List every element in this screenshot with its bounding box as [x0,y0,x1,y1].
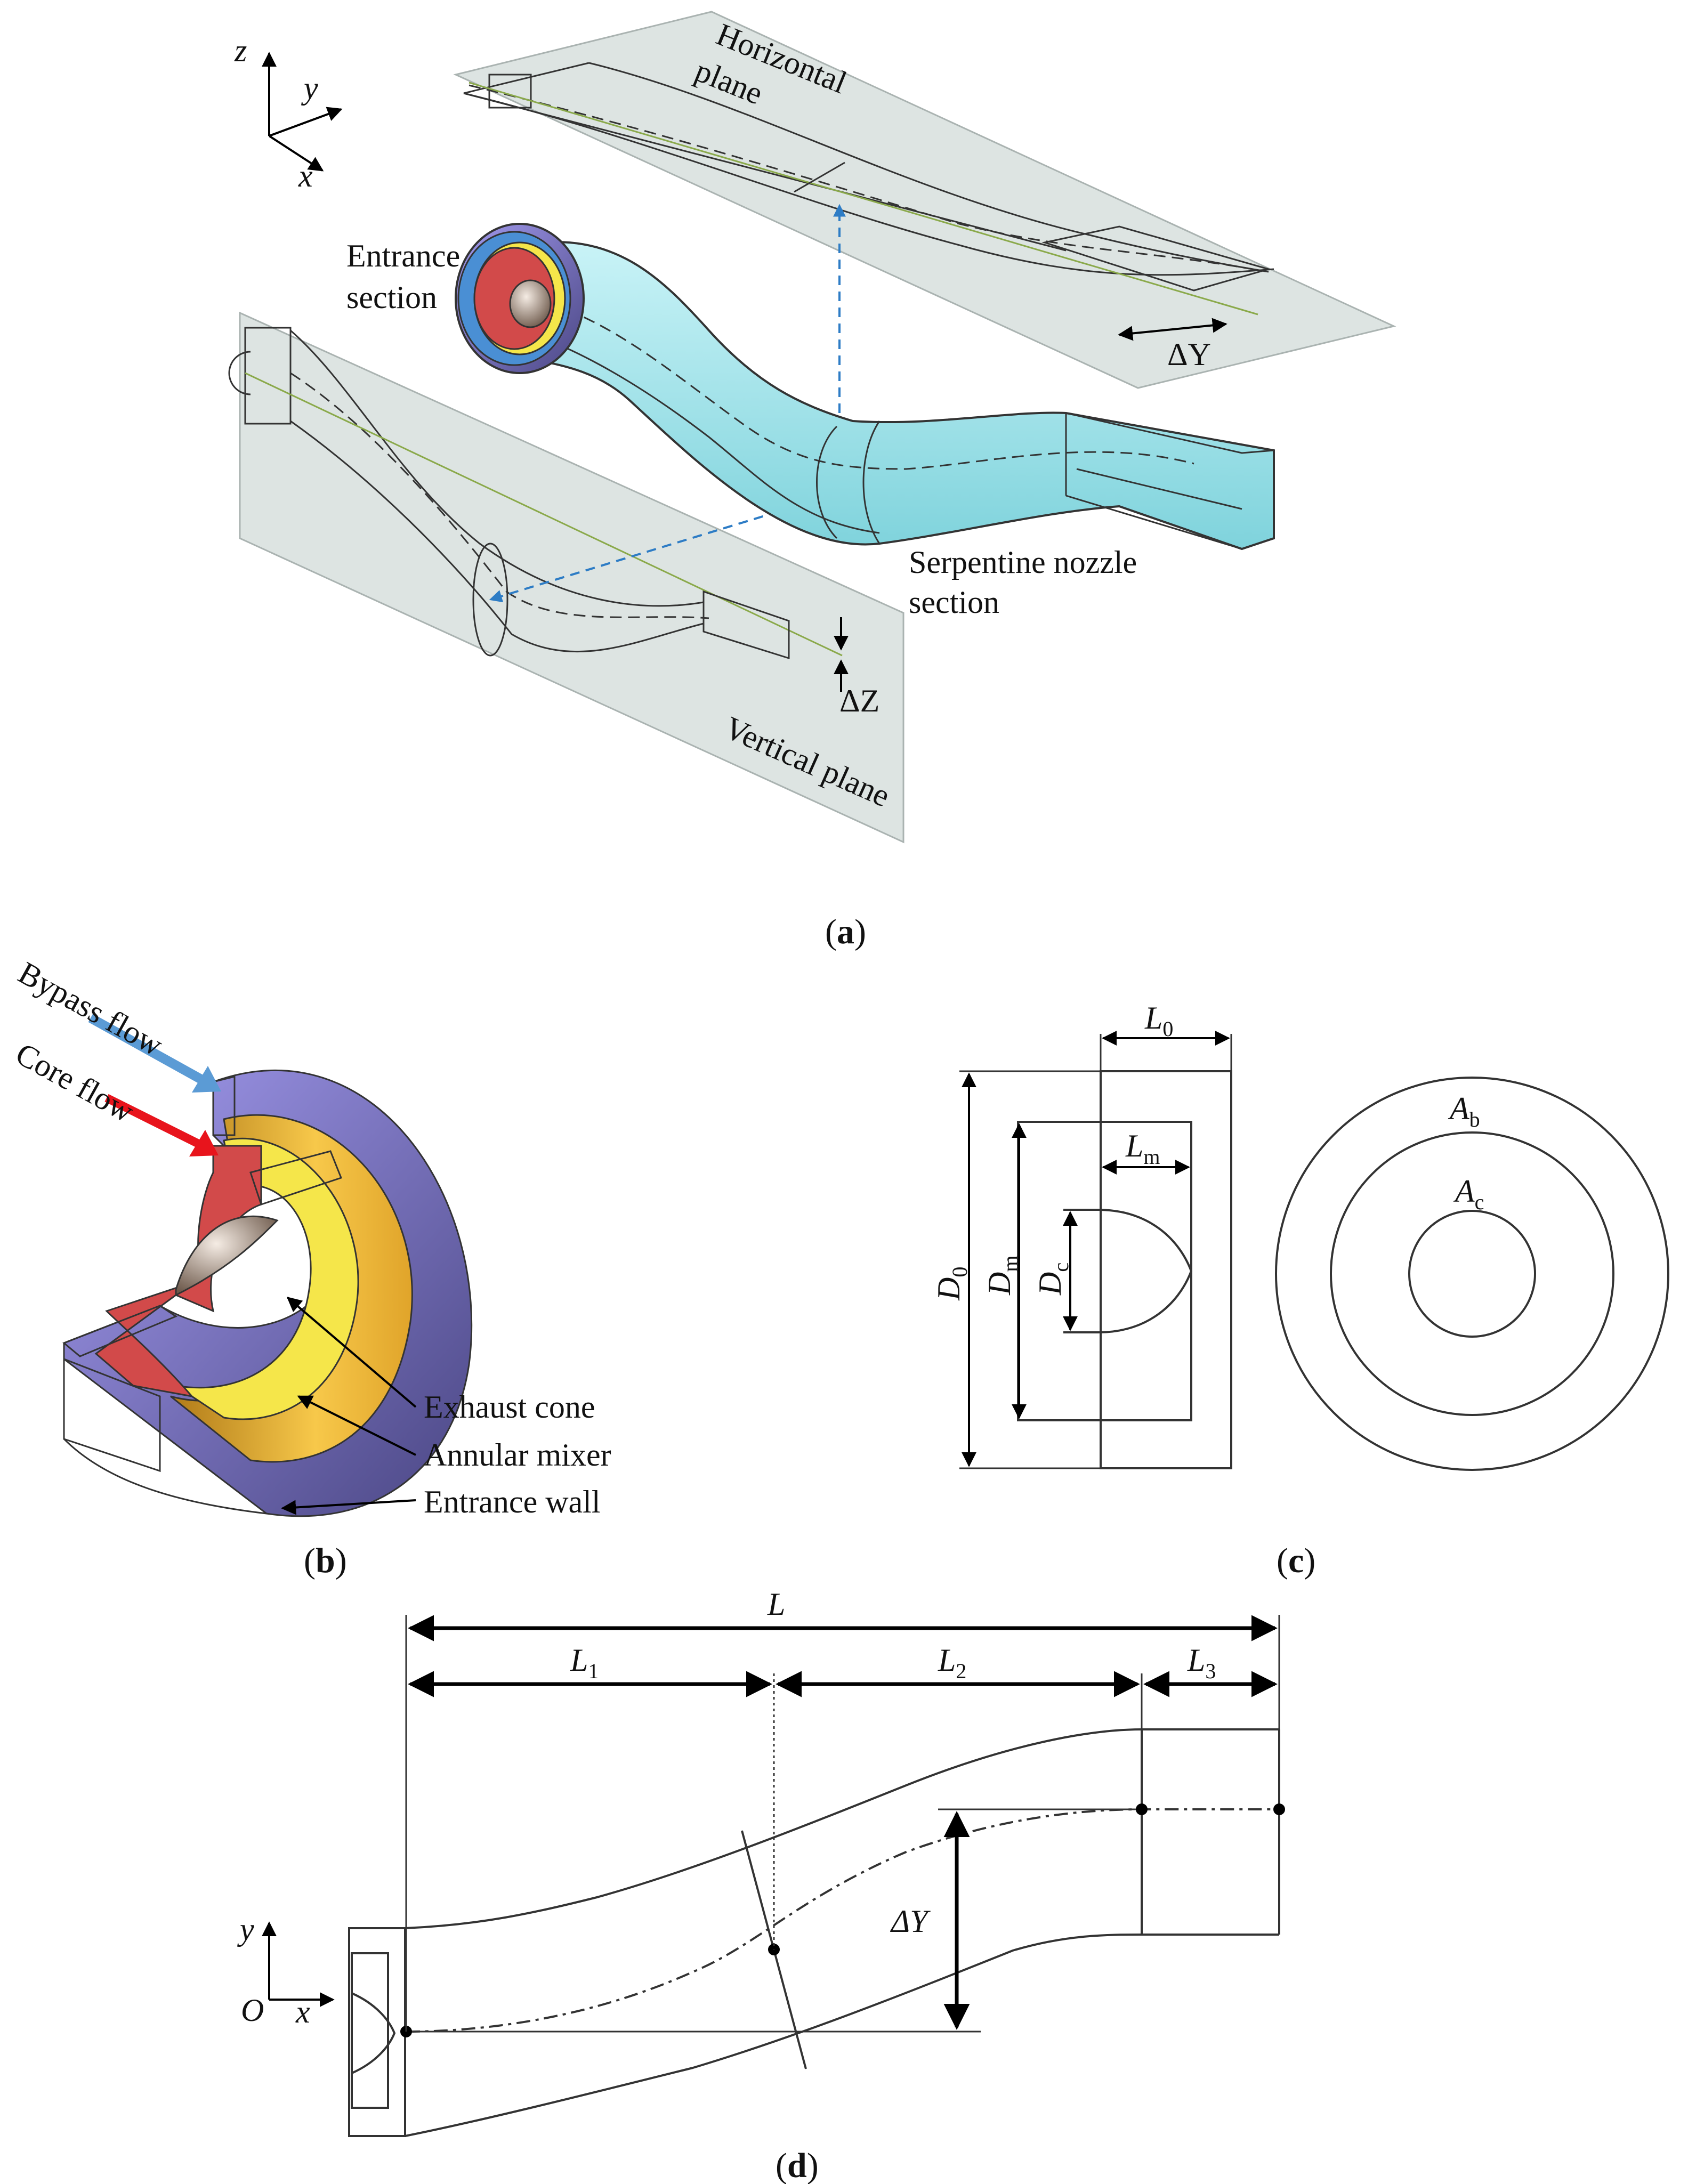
panel-d: L L1 L2 L3 ΔY y x O (d) [237,1587,1285,2184]
l0-label: L0 [1144,1000,1173,1041]
yellow-layer [175,1137,359,1420]
delta-y-dimension-a [1118,318,1227,341]
core-flow-arrowhead [189,1130,219,1156]
exhaust-cone-leader [286,1297,417,1408]
exhaust-cone-b [175,1215,279,1297]
axes-triad-a: z y x [234,33,343,193]
l2-label: L2 [938,1643,966,1683]
dc-label: Dc [1032,1263,1073,1296]
outer-circle-ab [1275,1077,1669,1471]
core-flow-arrow [104,1094,205,1150]
delta-z-label: ΔZ [839,683,879,718]
serpentine-nozzle-3d [455,223,1275,551]
origin-label: O [241,1993,264,2028]
ac-label: Ac [1453,1174,1484,1214]
lower-wall [405,1934,1279,2137]
outlet-left-point [1136,1803,1148,1815]
cone-profile-c [1063,1209,1193,1333]
upper-wall [405,1728,1279,1929]
delta-y-label-a: ΔY [1167,337,1211,372]
annular-mixer-leader [297,1395,416,1456]
annular-mixer-label: Annular mixer [424,1437,611,1473]
entrance-section-label-1: Entrance [346,238,460,273]
panel-b: Bypass flow Core flow Exhaust cone Annul… [10,955,611,1580]
exhaust-cone-a [509,279,552,328]
delta-y-label-d: ΔY [890,1904,931,1939]
bypass-flow-arrowhead [192,1066,221,1093]
caption-d: (d) [776,2146,819,2184]
middle-circle [1330,1131,1614,1416]
panel-c: L0 Lm D0 Dm Dc Ab Ac (c) [931,1000,1669,1580]
centerline [406,1808,1279,2033]
outer-rectangle-d0 [1100,1070,1232,1469]
entrance-wall-leader [281,1499,416,1515]
outlet-right-point [1273,1803,1285,1815]
horizontal-plane-outline [463,62,1274,316]
axis-x-label-d: x [295,1994,310,2029]
l3-label: L3 [1187,1643,1216,1683]
entrance-section-label-2: section [346,280,437,315]
axis-x-label-a: x [298,158,313,193]
caption-a: (a) [825,912,866,951]
vertical-plane [239,311,904,844]
axis-y-label-a: y [301,70,318,106]
serpentine-section-label-1: Serpentine nozzle [909,545,1137,580]
l-label: L [767,1587,785,1622]
dm-label: Dm [982,1256,1022,1296]
lm-label: Lm [1125,1128,1160,1169]
caption-b: (b) [304,1541,347,1580]
caption-c: (c) [1277,1541,1315,1580]
d0-label: D0 [931,1267,972,1301]
vertical-plane-outline [228,327,843,660]
inlet-inner-rect [351,1952,389,2109]
core-flow-label: Core flow [10,1036,140,1129]
inlet-outer-rect [348,1927,406,2137]
projection-down-line [489,492,840,603]
inner-circle-ac [1408,1210,1536,1338]
nozzle-body [489,241,1275,551]
serpentine-section-label-2: section [909,585,999,620]
panel-a: Horizontal plane ΔY Vertical plane ΔZ [228,11,1396,951]
exhaust-cone-label: Exhaust cone [424,1389,595,1425]
ab-label: Ab [1448,1091,1480,1131]
entrance-wall-label: Entrance wall [424,1484,601,1519]
axis-z-label-a: z [234,33,247,68]
l1-label: L1 [570,1643,599,1683]
axis-y-label-d: y [237,1912,254,1947]
bypass-flow-arrow [88,1014,213,1089]
horizontal-plane [453,11,1396,389]
